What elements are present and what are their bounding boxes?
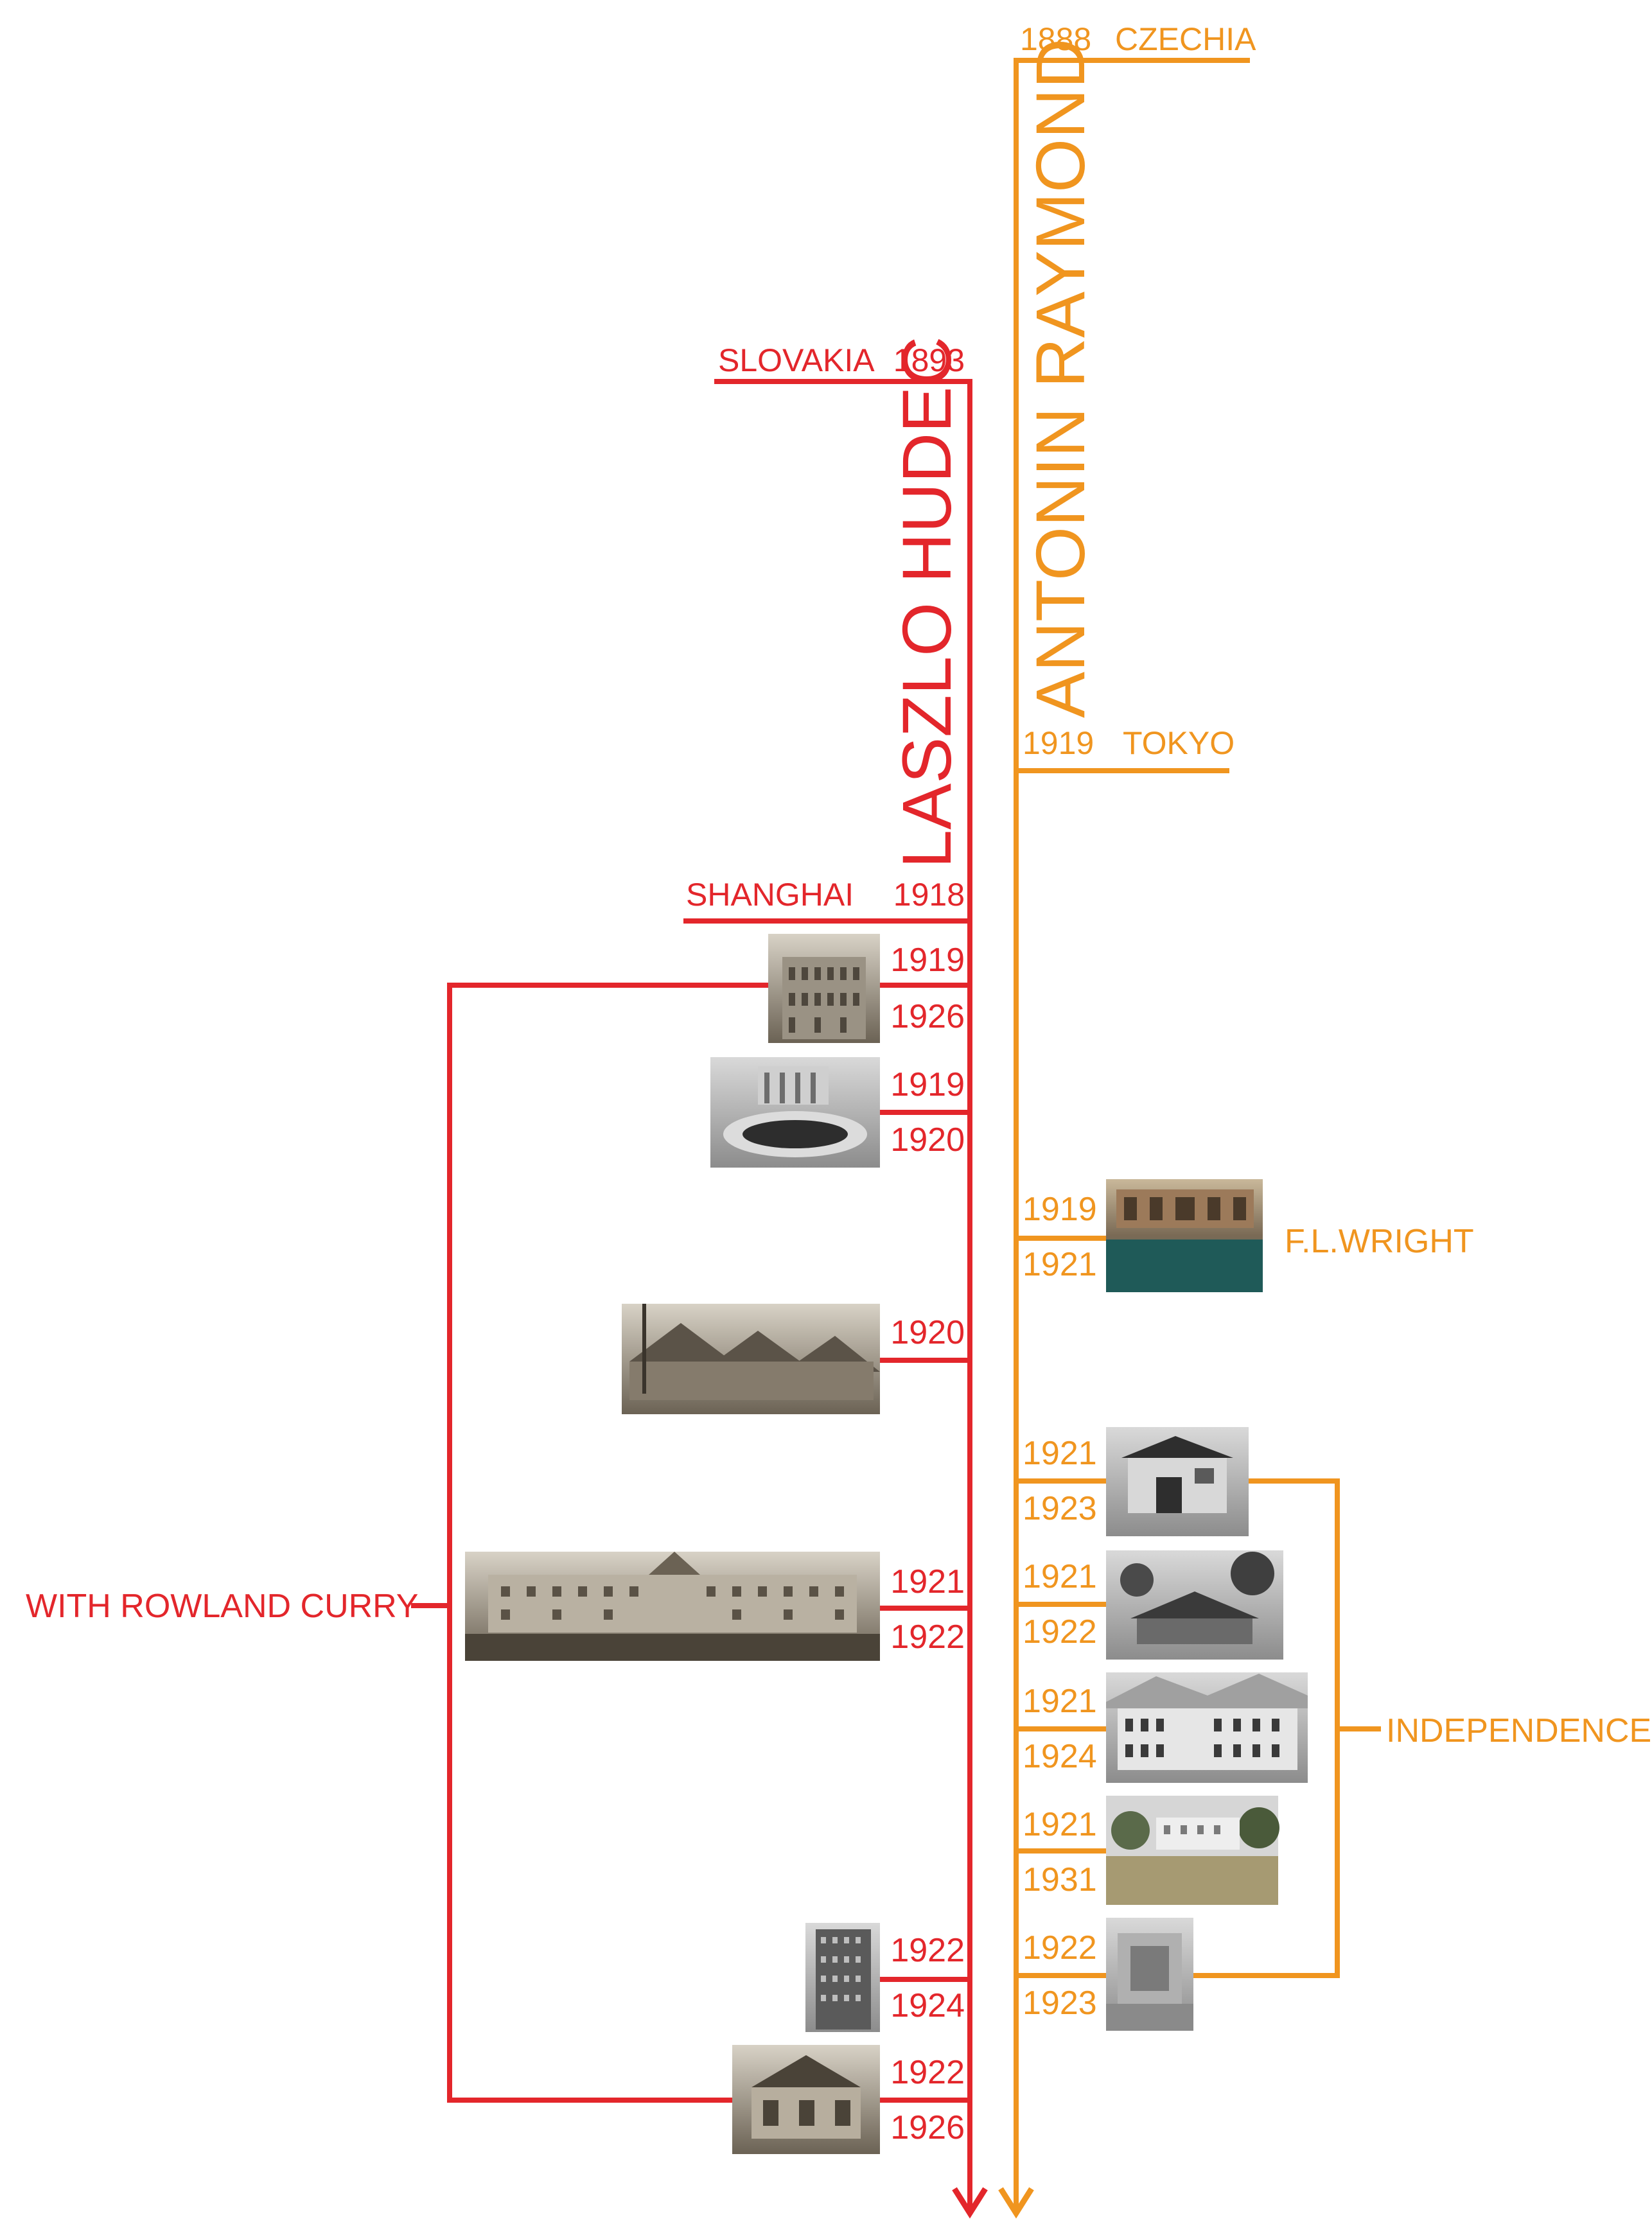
- raymond-project-1: 1919 1921: [1023, 1191, 1097, 1283]
- wright-label: F.L.WRIGHT: [1285, 1223, 1474, 1260]
- hudec-name: LASZLO HUDEC: [888, 337, 965, 868]
- monument-photo: [1106, 1918, 1193, 2031]
- hudec-birth-year: 1893: [893, 342, 965, 378]
- project-end-year: 1922: [1023, 1613, 1097, 1651]
- raymond-project-3: 1921 1922: [1023, 1558, 1097, 1651]
- raymond-move-place: TOKYO: [1123, 725, 1235, 761]
- raymond-origin: CZECHIA: [1115, 21, 1256, 57]
- row-houses-photo: [622, 1304, 880, 1414]
- project-start-year: 1921: [1023, 1683, 1097, 1720]
- tower-building-photo: [805, 1923, 880, 2032]
- lodge-photo: [1106, 1550, 1283, 1660]
- independence-label: INDEPENDENCE: [1386, 1712, 1651, 1749]
- mansion-photo: [1106, 1796, 1279, 1905]
- hudec-project-4: 1921 1922: [890, 1563, 965, 1656]
- project-end-year: 1924: [1023, 1738, 1097, 1775]
- project-start-year: 1921: [890, 1563, 965, 1600]
- hudec-origin: SLOVAKIA: [718, 342, 875, 378]
- project-end-year: 1926: [890, 998, 965, 1035]
- project-end-year: 1924: [890, 1987, 965, 2024]
- campus-building-photo: [465, 1552, 880, 1661]
- project-end-year: 1931: [1023, 1861, 1097, 1898]
- hudec-project-1: 1919 1926: [890, 942, 965, 1035]
- raymond-project-4: 1921 1924: [1023, 1683, 1097, 1775]
- project-start-year: 1920: [890, 1314, 965, 1351]
- residence-photo: [1106, 1427, 1249, 1536]
- project-end-year: 1921: [1023, 1246, 1097, 1283]
- raymond-name: ANTONIN RAYMOND: [1021, 39, 1099, 718]
- hudec-project-5: 1922 1924: [890, 1932, 965, 2024]
- raymond-timeline: [998, 58, 1381, 2219]
- project-start-year: 1921: [1023, 1435, 1097, 1472]
- project-end-year: 1922: [890, 1618, 965, 1656]
- house-photo: [732, 2045, 880, 2154]
- project-end-year: 1923: [1023, 1490, 1097, 1527]
- raymond-project-6: 1922 1923: [1023, 1929, 1097, 2022]
- project-start-year: 1921: [1023, 1558, 1097, 1595]
- project-end-year: 1926: [890, 2109, 965, 2146]
- project-start-year: 1919: [890, 942, 965, 979]
- project-start-year: 1921: [1023, 1806, 1097, 1843]
- project-start-year: 1922: [1023, 1929, 1097, 1967]
- raymond-project-5: 1921 1931: [1023, 1806, 1097, 1898]
- hudec-project-2: 1919 1920: [890, 1066, 965, 1159]
- hudec-move-year: 1918: [893, 877, 965, 913]
- raymond-move-year: 1919: [1023, 725, 1094, 761]
- hudec-project-3: 1920: [890, 1314, 965, 1351]
- project-start-year: 1919: [890, 1066, 965, 1103]
- hudec-project-6: 1922 1926: [890, 2054, 965, 2146]
- hudec-move-place: SHANGHAI: [686, 877, 854, 913]
- project-start-year: 1922: [890, 1932, 965, 1969]
- imperial-hotel-photo: [1106, 1179, 1263, 1292]
- project-end-year: 1923: [1023, 1985, 1097, 2022]
- raymond-project-2: 1921 1923: [1023, 1435, 1097, 1527]
- hudec-arrow-icon: [952, 2187, 988, 2219]
- building-photo: [768, 934, 880, 1043]
- hudec-timeline: [411, 379, 988, 2219]
- villa-pool-photo: [710, 1057, 880, 1168]
- project-start-year: 1922: [890, 2054, 965, 2091]
- project-end-year: 1920: [890, 1121, 965, 1159]
- raymond-birth-year: 1888: [1020, 21, 1091, 57]
- collab-label: WITH ROWLAND CURRY: [26, 1588, 418, 1625]
- project-start-year: 1919: [1023, 1191, 1097, 1228]
- collab-bracket: [447, 983, 771, 2103]
- raymond-arrow-icon: [998, 2187, 1034, 2219]
- school-building-photo: [1106, 1672, 1308, 1783]
